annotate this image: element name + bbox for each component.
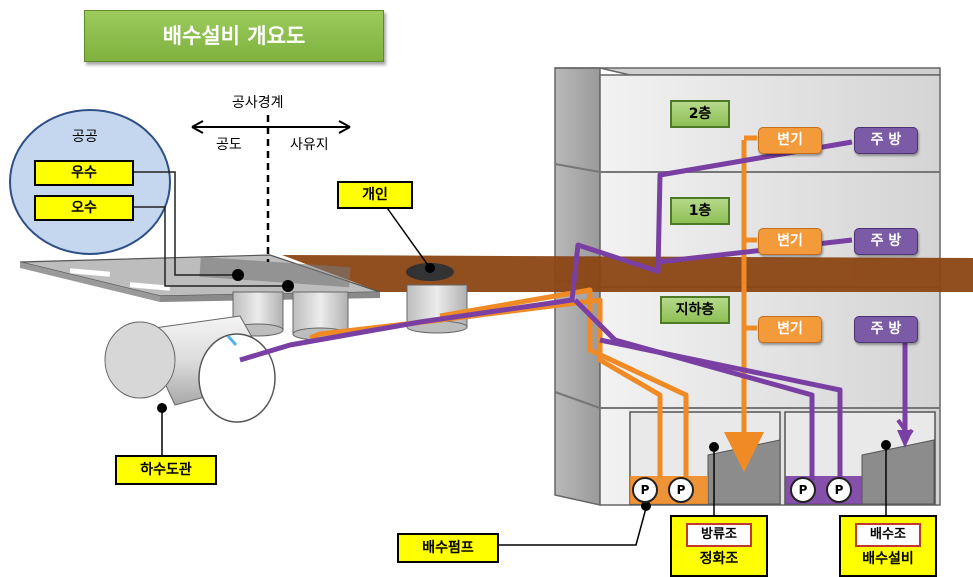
basement-tag: 지하층 <box>660 296 730 324</box>
diagram-title: 배수설비 개요도 <box>84 10 384 62</box>
drainage-facility-label: 배수조 배수설비 <box>839 515 937 577</box>
orange-pipes <box>309 135 764 478</box>
drainage-tank-label: 배수조 <box>855 523 921 547</box>
floor-2-kitchen: 주 방 <box>854 127 918 154</box>
manhole-label: 개인 <box>337 181 413 209</box>
drainage-facility-text: 배수설비 <box>862 551 914 567</box>
sewer-pipe <box>104 315 276 423</box>
rainwater-label: 우수 <box>34 160 134 186</box>
rain-line <box>133 171 238 276</box>
ground-slab <box>282 255 973 292</box>
floor-1-kitchen: 주 방 <box>854 228 918 255</box>
discharge-tank-label: 방류조 <box>686 523 752 547</box>
floor-2-toilet: 변기 <box>758 127 822 154</box>
leader-lines <box>161 204 887 546</box>
leader-dots <box>157 263 891 511</box>
public-area-label: 공공 <box>72 129 98 145</box>
pump-symbol: P <box>668 477 694 503</box>
pump-symbol: P <box>826 477 852 503</box>
floor-1-toilet: 변기 <box>758 228 822 255</box>
basement-kitchen: 주 방 <box>854 316 918 343</box>
septic-tank-text: 정화조 <box>699 551 739 567</box>
sewage-line <box>133 206 288 287</box>
public-road-label: 공도 <box>216 137 242 153</box>
sewer-pipe-label: 하수도관 <box>115 455 217 485</box>
basement-toilet: 변기 <box>758 316 822 343</box>
private-land-label: 사유지 <box>290 137 329 153</box>
pump-symbol: P <box>790 477 816 503</box>
sewage-label: 오수 <box>34 195 134 221</box>
floor-1-tag: 1층 <box>670 197 730 225</box>
septic-tank-label: 방류조 정화조 <box>670 515 768 577</box>
pump-symbol: P <box>632 477 658 503</box>
floor-2-tag: 2층 <box>670 100 730 128</box>
boundary-label: 공사경계 <box>232 95 284 111</box>
drain-pump-label: 배수펌프 <box>397 533 499 563</box>
